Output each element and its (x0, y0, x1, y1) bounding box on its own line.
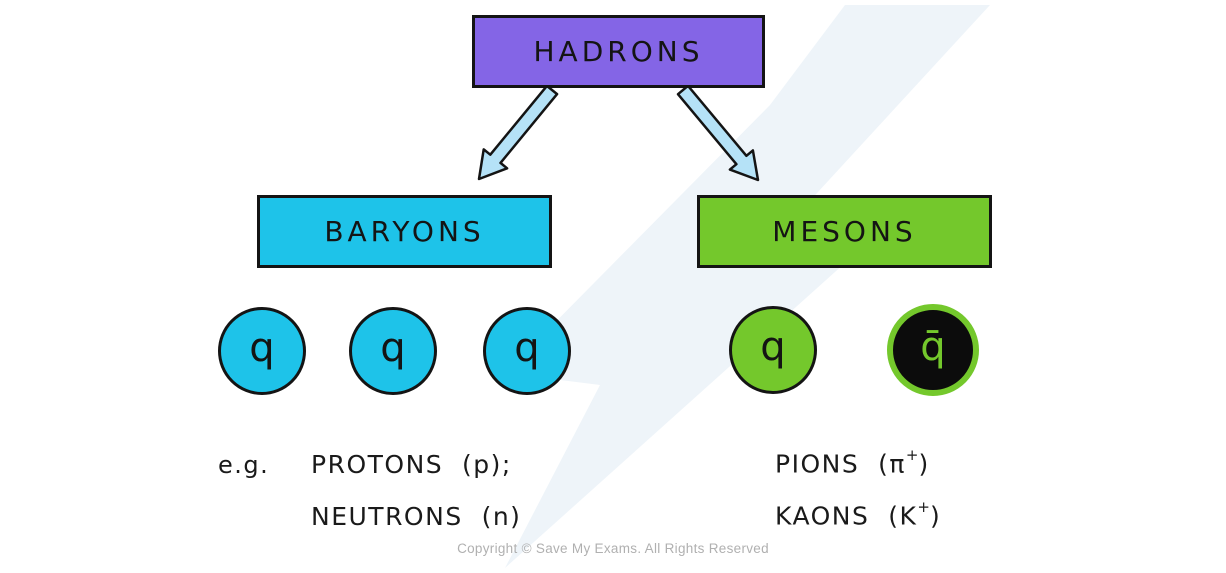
copyright-text: Copyright © Save My Exams. All Rights Re… (457, 541, 769, 556)
pions-text: PIONS (π (775, 449, 906, 479)
pions-close-paren: ) (918, 449, 930, 479)
hadrons-box: HADRONS (472, 15, 765, 88)
quark-label: q (249, 325, 275, 371)
hadrons-label: HADRONS (533, 35, 704, 68)
mesons-box: MESONS (697, 195, 992, 268)
kaons-charge-superscript: + (917, 498, 930, 516)
baryon-example-neutrons: NEUTRONS (n) (311, 502, 522, 531)
baryons-box: BARYONS (257, 195, 552, 268)
pions-charge-superscript: + (905, 446, 919, 464)
baryons-label: BARYONS (324, 215, 485, 248)
arrow-right-icon (676, 84, 760, 182)
meson-antiquark-circle: q̄ (887, 304, 979, 396)
quark-label: q (760, 324, 786, 370)
quark-label: q (514, 325, 540, 371)
meson-example-kaons: KAONS (K+) (775, 498, 942, 531)
meson-example-pions: PIONS (π+) (775, 446, 930, 479)
eg-label: e.g. (218, 451, 270, 479)
baryon-example-protons: PROTONS (p); (311, 450, 512, 479)
kaons-text: KAONS (K (775, 501, 918, 531)
watermark-lightning-icon (505, 5, 990, 568)
quark-label: q (380, 325, 406, 371)
baryon-quark-circle-3: q (483, 307, 571, 395)
arrow-left-icon (477, 84, 559, 181)
baryon-quark-circle-1: q (218, 307, 306, 395)
kaons-close-paren: ) (929, 501, 942, 531)
baryon-quark-circle-2: q (349, 307, 437, 395)
antiquark-label: q̄ (920, 324, 946, 370)
meson-quark-circle: q (729, 306, 817, 394)
mesons-label: MESONS (772, 215, 917, 248)
